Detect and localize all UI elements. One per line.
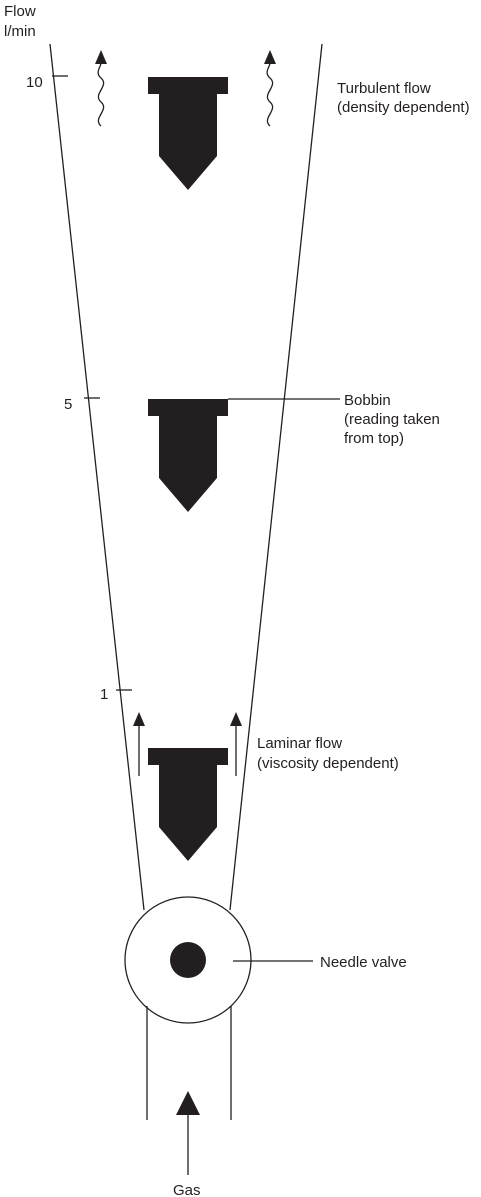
gas-label: Gas xyxy=(173,1182,201,1197)
needle-valve-label: Needle valve xyxy=(320,954,407,971)
needle-valve-core xyxy=(170,942,206,978)
tick-label-1: 1 xyxy=(100,686,108,703)
bobbin-label-line2: (reading taken xyxy=(344,411,440,428)
gas-inlet-arrow xyxy=(176,1091,200,1175)
axis-title-flow: Flow xyxy=(4,3,36,20)
laminar-arrow-right xyxy=(230,712,242,776)
tube-right-wall xyxy=(229,43,323,911)
laminar-label-line2: (viscosity dependent) xyxy=(257,755,399,772)
turbulent-arrow-right xyxy=(264,50,276,127)
tick-label-5: 5 xyxy=(64,396,72,413)
turbulent-label-line2: (density dependent) xyxy=(337,99,470,116)
bobbin-label-line1: Bobbin xyxy=(344,392,391,409)
laminar-arrow-left xyxy=(133,712,145,776)
bobbin-bottom-position xyxy=(148,748,228,861)
tick-label-10: 10 xyxy=(26,74,43,91)
tube-left-wall xyxy=(49,43,145,911)
bobbin-label-line3: from top) xyxy=(344,430,404,447)
laminar-label-line1: Laminar flow xyxy=(257,735,342,752)
bobbin-middle-position xyxy=(148,399,228,512)
bobbin-top-position xyxy=(148,77,228,190)
turbulent-label-line1: Turbulent flow xyxy=(337,80,431,97)
axis-title-unit: l/min xyxy=(4,23,36,40)
turbulent-arrow-left xyxy=(95,50,107,127)
